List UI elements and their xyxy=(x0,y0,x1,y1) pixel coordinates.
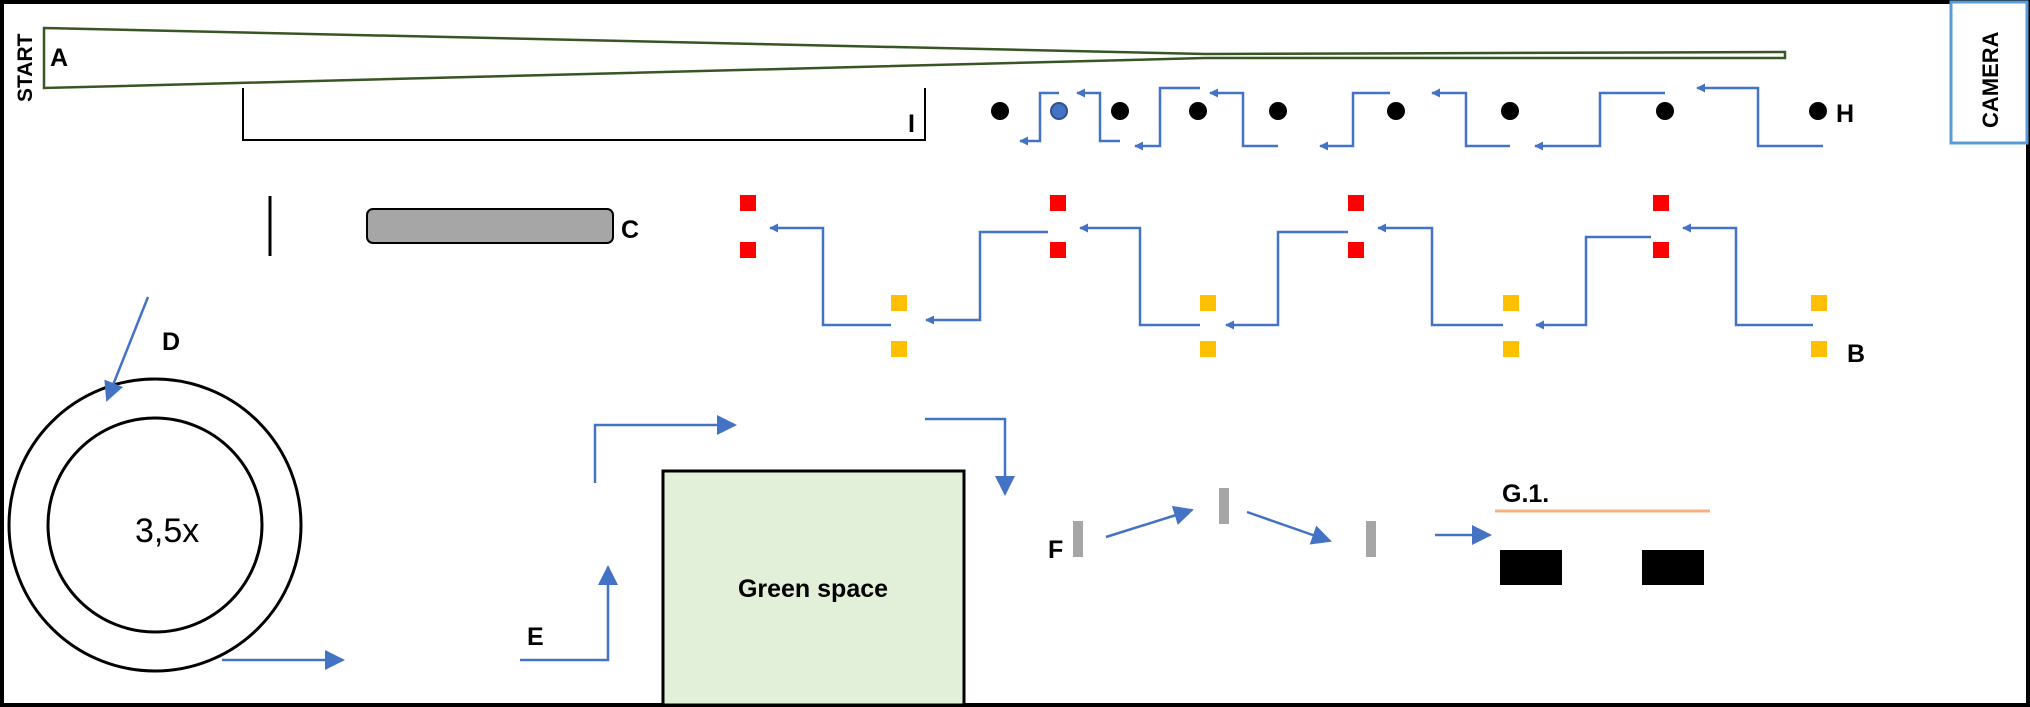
green-space xyxy=(661,469,966,707)
slalom-dot xyxy=(1269,102,1287,120)
label-f: F xyxy=(1048,536,1063,564)
dot-slalom-path xyxy=(1019,83,1823,151)
dot-slalom xyxy=(991,102,1827,120)
black-obstacle xyxy=(1500,550,1562,585)
slalom-dot xyxy=(1501,102,1519,120)
slalom-dot xyxy=(1111,102,1129,120)
yellow-marker xyxy=(1200,295,1216,311)
slalom-dot xyxy=(1387,102,1405,120)
red-marker xyxy=(740,242,756,258)
yellow-marker xyxy=(891,295,907,311)
label-e: E xyxy=(527,623,544,651)
slalom-dot-blue xyxy=(1050,102,1068,120)
yellow-marker xyxy=(1503,295,1519,311)
yellow-marker xyxy=(1503,341,1519,357)
gray-beam xyxy=(366,208,614,244)
camera-label: CAMERA xyxy=(1978,31,2003,128)
gray-posts-path xyxy=(1105,505,1492,545)
slalom-dot xyxy=(1809,102,1827,120)
red-marker xyxy=(1348,195,1364,211)
start-label: START xyxy=(14,33,37,102)
yellow-marker xyxy=(1811,295,1827,311)
red-marker xyxy=(1653,195,1669,211)
label-b: B xyxy=(1847,340,1865,368)
black-obstacle xyxy=(1642,550,1704,585)
red-marker xyxy=(740,195,756,211)
camera-box xyxy=(1949,0,2029,145)
marker-gates-path xyxy=(769,223,1813,330)
start-ramp xyxy=(42,26,1787,90)
gray-post xyxy=(1219,488,1229,524)
bracket-i xyxy=(242,88,926,141)
gray-post xyxy=(1366,521,1376,557)
green-space-label: Green space xyxy=(738,575,888,603)
yellow-marker xyxy=(1811,341,1827,357)
red-marker xyxy=(1348,242,1364,258)
yellow-marker xyxy=(1200,341,1216,357)
label-c: C xyxy=(621,216,639,244)
yellow-marker xyxy=(891,341,907,357)
circle-arrows xyxy=(104,296,345,670)
red-marker xyxy=(1653,242,1669,258)
label-h: H xyxy=(1836,100,1854,128)
slalom-dot xyxy=(1656,102,1674,120)
label-a: A xyxy=(50,44,68,72)
circle-laps-text: 3,5x xyxy=(135,512,199,550)
red-marker xyxy=(1050,242,1066,258)
red-marker xyxy=(1050,195,1066,211)
slalom-dot xyxy=(991,102,1009,120)
inner-circle xyxy=(46,416,264,634)
label-d: D xyxy=(162,328,180,356)
label-i: I xyxy=(908,110,915,138)
outer-circle xyxy=(7,377,303,673)
marker-gates xyxy=(740,195,1827,357)
gray-posts xyxy=(1073,488,1376,557)
green-space-path xyxy=(520,415,1015,662)
label-g1: G.1. xyxy=(1502,480,1549,508)
gray-post xyxy=(1073,521,1083,557)
slalom-dot xyxy=(1189,102,1207,120)
